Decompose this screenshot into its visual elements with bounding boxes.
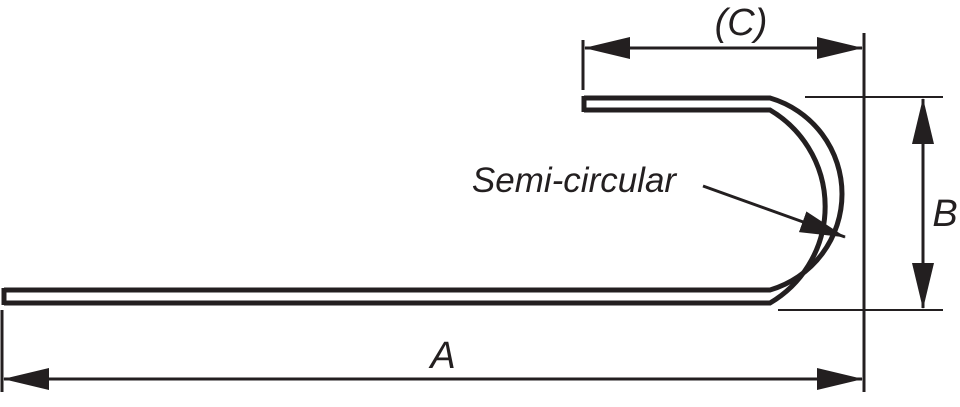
semi-circular-note: Semi-circular: [472, 161, 678, 200]
bar-outer-edge: [4, 95, 845, 293]
bent-bar: [1, 95, 845, 306]
dimension-label-a: A: [428, 335, 455, 377]
dimension-lines: [3, 36, 934, 390]
extension-lines: [0, 33, 943, 392]
dimension-label-c: (C): [715, 2, 768, 44]
bar-inner-edge: [4, 107, 828, 306]
semi-circular-leader-arrow: [702, 184, 846, 239]
dimension-label-b: B: [932, 193, 957, 235]
